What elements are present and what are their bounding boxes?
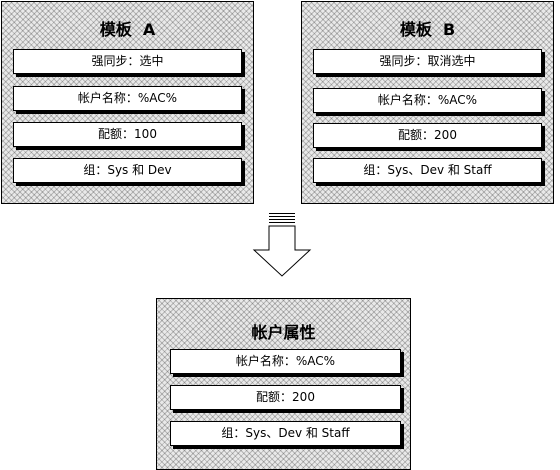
template-a-panel: 模板 A 强同步：选中 帐户名称：%AC% 配额：100 组：Sys 和 Dev [1, 1, 254, 204]
template-b-quota-field: 配额：200 [313, 123, 542, 148]
template-a-account-name-field: 帐户名称：%AC% [13, 86, 242, 111]
template-a-quota-field: 配额：100 [13, 122, 242, 147]
result-group-field: 组：Sys、Dev 和 Staff [170, 421, 401, 446]
template-b-group-field: 组：Sys、Dev 和 Staff [313, 158, 542, 183]
account-properties-panel: 帐户属性 帐户名称：%AC% 配额：200 组：Sys、Dev 和 Staff [156, 298, 411, 470]
result-account-name-field: 帐户名称：%AC% [170, 349, 401, 374]
template-a-group-field: 组：Sys 和 Dev [13, 158, 242, 183]
template-b-panel: 模板 B 强同步：取消选中 帐户名称：%AC% 配额：200 组：Sys、Dev… [301, 1, 554, 204]
template-b-title: 模板 B [399, 20, 456, 39]
result-quota-field: 配额：200 [170, 385, 401, 410]
template-a-title: 模板 A [99, 20, 156, 39]
account-properties-title: 帐户属性 [251, 323, 316, 342]
template-a-strong-sync-field: 强同步：选中 [13, 49, 242, 74]
template-b-strong-sync-field: 强同步：取消选中 [313, 49, 542, 74]
merge-down-arrow-icon [252, 213, 312, 277]
template-b-account-name-field: 帐户名称：%AC% [313, 88, 542, 113]
